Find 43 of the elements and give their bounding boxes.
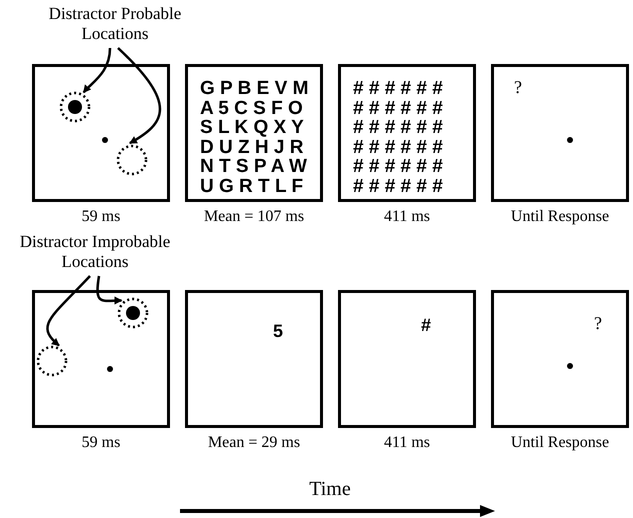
curved-arrow bbox=[46, 275, 91, 346]
duration-label: 411 ms bbox=[382, 434, 432, 452]
letter-row: # # # # # # bbox=[353, 118, 443, 137]
stimulus-frame bbox=[185, 64, 323, 202]
duration-label: Mean = 29 ms bbox=[206, 434, 302, 452]
stimulus-frame bbox=[32, 290, 170, 428]
duration-label: 59 ms bbox=[80, 208, 122, 226]
duration-label: Until Response bbox=[510, 208, 610, 226]
letter-row: N T S P A W bbox=[200, 157, 307, 176]
duration-label: Mean = 107 ms bbox=[202, 208, 306, 226]
letter-row: D U Z H J R bbox=[200, 138, 304, 156]
curved-arrow bbox=[96, 276, 122, 305]
letter-row: # # # # # # bbox=[353, 138, 443, 156]
letter-row: # # # # # # bbox=[353, 79, 443, 98]
stimulus-frame bbox=[491, 64, 629, 202]
letter-row: # # # # # # bbox=[353, 98, 443, 118]
location-circle bbox=[36, 345, 68, 377]
letter-row: S L K Q X Y bbox=[200, 118, 304, 137]
letter-row: A 5 C S F O bbox=[200, 98, 303, 118]
duration-label: 59 ms bbox=[80, 434, 122, 452]
callout-text: Distractor Probable Locations bbox=[40, 4, 190, 44]
duration-label: Until Response bbox=[510, 434, 610, 452]
letter-row: G P B E V M bbox=[200, 79, 308, 98]
curved-arrow bbox=[117, 47, 162, 144]
stimulus-frame bbox=[32, 64, 170, 202]
stimulus-symbol: 5 bbox=[273, 321, 284, 342]
cued-location-circle bbox=[59, 91, 91, 123]
letter-row: # # # # # # bbox=[353, 157, 443, 176]
cued-location-circle bbox=[117, 297, 149, 329]
letter-row: # # # # # # bbox=[353, 176, 443, 196]
duration-label: 411 ms bbox=[382, 208, 432, 226]
stimulus-frame bbox=[491, 290, 629, 428]
stimulus-symbol: ? bbox=[514, 77, 522, 98]
location-circle bbox=[116, 144, 148, 176]
axis-label: Time bbox=[308, 478, 352, 501]
curved-arrow bbox=[82, 48, 112, 94]
stimulus-frame bbox=[185, 290, 323, 428]
stimulus-symbol: # bbox=[421, 315, 432, 336]
letter-row: U G R T L F bbox=[200, 176, 304, 196]
stimulus-symbol: ? bbox=[594, 313, 602, 334]
stimulus-frame bbox=[338, 290, 476, 428]
callout-text: Distractor Improbable Locations bbox=[0, 232, 190, 272]
stimulus-frame bbox=[338, 64, 476, 202]
